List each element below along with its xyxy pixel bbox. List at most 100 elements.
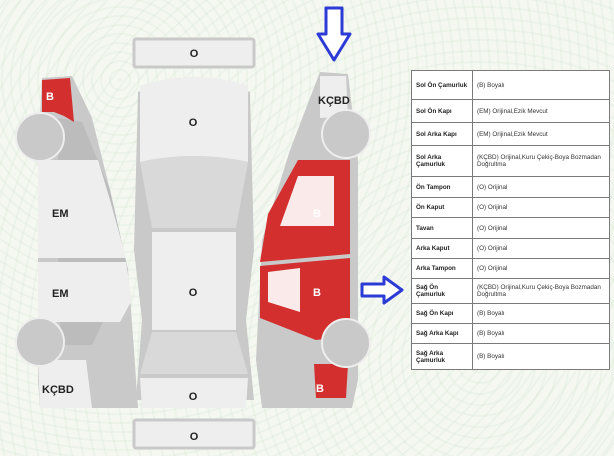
part-status: (EM) Orijinal,Ezik Mevcut: [472, 99, 610, 123]
hood-label: O: [189, 117, 198, 129]
part-name: Sol Ön Kapı: [411, 99, 473, 123]
status-description: Boyalı: [487, 310, 505, 317]
right-front-door-label: B: [313, 208, 321, 220]
trunk-label: O: [189, 391, 198, 403]
status-description: Orijinal: [487, 245, 508, 252]
left-rear-fender-label: KÇBD: [42, 384, 74, 396]
table-row: Sağ Arka Kapı(B) Boyalı: [411, 323, 610, 344]
part-name: Arka Tampon: [411, 258, 473, 279]
left-rear-door[interactable]: [38, 262, 132, 322]
status-description: Orijinal,Kuru Çekiç-Boya Bozmadan Doğrul…: [477, 284, 601, 298]
table-row: Sağ Ön Çamurluk(KÇBD) Orijinal,Kuru Çeki…: [411, 278, 610, 304]
part-status: (O) Orijinal: [472, 238, 610, 259]
status-code: (O): [477, 265, 487, 272]
part-status: (O) Orijinal: [472, 176, 610, 198]
rear-bumper-label: O: [190, 431, 199, 443]
status-code: (O): [477, 245, 487, 252]
front-bumper[interactable]: [132, 37, 256, 69]
roof[interactable]: [152, 232, 236, 330]
arrow-right-icon: [360, 275, 404, 305]
status-code: (B): [477, 330, 486, 337]
left-front-fender[interactable]: [42, 78, 74, 122]
status-description: Orijinal: [487, 204, 508, 211]
status-code: (O): [477, 204, 487, 211]
status-description: Orijinal,Kuru Çekiç-Boya Bozmadan Doğrul…: [477, 154, 601, 168]
right-rear-fender-label: B: [316, 383, 324, 395]
status-description: Boyalı: [487, 81, 505, 89]
part-name: Arka Kaput: [411, 238, 473, 259]
table-row: Sol Ön Kapı(EM) Orijinal,Ezik Mevcut: [411, 99, 610, 123]
part-status: (B) Boyalı: [472, 343, 610, 370]
status-code: (EM): [477, 130, 491, 138]
part-status: (B) Boyalı: [472, 303, 610, 324]
table-row: Tavan(O) Orijinal: [411, 217, 610, 239]
table-row: Ön Kaput(O) Orijinal: [411, 197, 610, 218]
left-rear-door-label: EM: [52, 288, 69, 300]
part-status: (B) Boyalı: [472, 323, 610, 344]
status-code: (O): [477, 224, 487, 232]
front-bumper-label: O: [190, 48, 199, 60]
right-rear-fender[interactable]: [314, 364, 348, 398]
status-code: (B): [477, 81, 486, 89]
part-name: Ön Tampon: [411, 176, 473, 198]
part-name: Tavan: [411, 217, 473, 239]
hood[interactable]: [140, 77, 248, 162]
part-name: Sağ Ön Çamurluk: [411, 278, 473, 304]
part-name: Sağ Arka Çamurluk: [411, 343, 473, 370]
table-row: Arka Kaput(O) Orijinal: [411, 238, 610, 259]
status-code: (B): [477, 310, 486, 317]
table-row: Sol Ön Çamurluk(B) Boyalı: [411, 70, 610, 100]
part-name: Sol Ön Çamurluk: [411, 70, 473, 100]
part-name: Sağ Ön Kapı: [411, 303, 473, 324]
table-row: Ön Tampon(O) Orijinal: [411, 176, 610, 198]
status-code: (B): [477, 353, 486, 360]
arrow-down-icon: [316, 6, 352, 62]
part-status: (O) Orijinal: [472, 197, 610, 218]
table-row: Sağ Ön Kapı(B) Boyalı: [411, 303, 610, 324]
table-row: Sağ Arka Çamurluk(B) Boyalı: [411, 343, 610, 370]
left-front-door-label: EM: [52, 208, 69, 220]
status-description: Orijinal: [487, 183, 508, 191]
car-damage-diagram: O O O O O B EM EM KÇBD KÇBD B B B: [15, 6, 404, 450]
left-front-wheel: [15, 112, 65, 162]
status-description: Orijinal,Ezik Mevcut: [492, 107, 548, 115]
part-name: Sağ Arka Kapı: [411, 323, 473, 344]
table-row: Sol Arka Kapı(EM) Orijinal,Ezik Mevcut: [411, 122, 610, 146]
right-side-car: [256, 72, 371, 408]
status-description: Orijinal: [487, 224, 508, 232]
right-front-wheel: [321, 109, 371, 159]
status-description: Orijinal,Ezik Mevcut: [492, 130, 548, 138]
left-rear-wheel: [15, 317, 65, 367]
part-name: Ön Kaput: [411, 197, 473, 218]
roof-label: O: [189, 287, 198, 299]
status-code: (O): [477, 183, 487, 191]
status-code: (KÇBD): [477, 284, 499, 291]
part-status: (EM) Orijinal,Ezik Mevcut: [472, 122, 610, 146]
status-code: (EM): [477, 107, 491, 115]
part-status: (O) Orijinal: [472, 217, 610, 239]
right-front-fender[interactable]: [320, 76, 348, 118]
status-description: Orijinal: [487, 265, 508, 272]
trunk[interactable]: [140, 378, 248, 408]
right-front-fender-label: KÇBD: [318, 95, 350, 107]
left-rear-fender[interactable]: [38, 360, 92, 408]
left-front-fender-label: B: [46, 91, 54, 103]
table-row: Sol Arka Çamurluk(KÇBD) Orijinal,Kuru Çe…: [411, 145, 610, 177]
status-description: Boyalı: [487, 330, 505, 337]
left-side-car: [15, 76, 138, 408]
right-rear-wheel: [321, 318, 371, 368]
part-name: Sol Arka Kapı: [411, 122, 473, 146]
part-status: (KÇBD) Orijinal,Kuru Çekiç-Boya Bozmadan…: [472, 278, 610, 304]
status-code: (KÇBD): [477, 154, 499, 161]
part-name: Sol Arka Çamurluk: [411, 145, 473, 177]
part-status: (B) Boyalı: [472, 70, 610, 100]
right-rear-door-label: B: [313, 287, 321, 299]
rear-bumper[interactable]: [132, 418, 256, 450]
part-status: (KÇBD) Orijinal,Kuru Çekiç-Boya Bozmadan…: [472, 145, 610, 177]
status-description: Boyalı: [487, 353, 505, 360]
left-front-door[interactable]: [38, 160, 126, 258]
top-view-car: [132, 37, 256, 450]
table-row: Arka Tampon (O) Orijinal: [411, 258, 610, 279]
